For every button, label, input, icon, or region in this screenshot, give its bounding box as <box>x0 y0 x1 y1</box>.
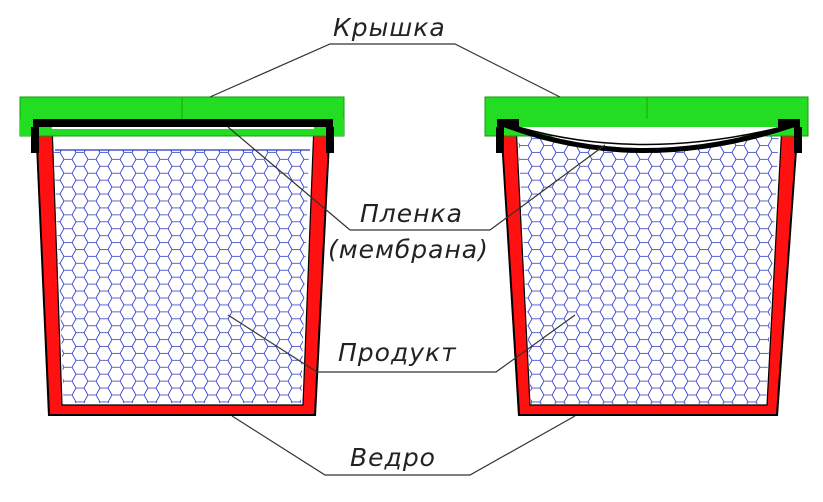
label-film-note: (мембрана) <box>328 235 489 264</box>
label-bucket: Ведро <box>350 443 436 472</box>
right-bucket <box>484 96 809 416</box>
leader-lines <box>209 43 606 476</box>
left-bucket <box>19 96 345 416</box>
labels: Крышка Пленка (мембрана) Продукт Ведро <box>328 13 489 472</box>
label-lid: Крышка <box>333 13 446 42</box>
left-product <box>54 150 309 403</box>
left-membrane-edge <box>33 119 333 127</box>
label-product: Продукт <box>338 338 457 367</box>
right-membrane <box>499 120 800 153</box>
label-film: Пленка <box>360 199 463 228</box>
right-product <box>518 128 779 404</box>
